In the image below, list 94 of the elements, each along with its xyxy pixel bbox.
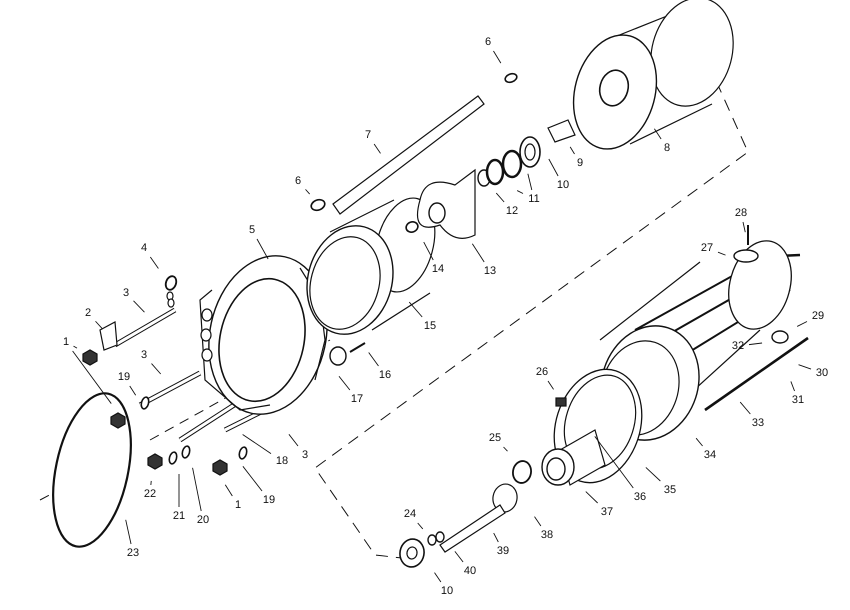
leader-line [654,128,662,140]
callout-number: 6 [294,175,302,187]
leader-line [192,467,202,512]
leader-line [472,243,485,262]
leader-line [548,380,554,390]
callout-number: 14 [432,263,444,275]
leader-line [129,386,136,396]
leader-line [242,434,272,454]
leader-line [527,173,532,190]
callout-number: 35 [664,484,676,496]
callout-number: 16 [378,369,392,381]
leader-line [151,363,162,374]
leader-line [408,302,423,318]
callout-number: 37 [600,506,614,518]
leader-line [256,238,269,260]
leader-line [95,320,104,330]
callout-number: 30 [816,367,828,379]
callout-number: 29 [812,310,824,322]
leader-line [454,550,464,562]
leader-line [696,438,704,446]
leader-line [150,256,159,269]
callout-number: 7 [364,129,372,141]
leader-line [742,222,746,233]
callout-number: 38 [540,529,554,541]
callout-number: 13 [484,265,496,277]
leader-line [73,346,78,349]
callout-number: 19 [262,494,276,506]
callout-number: 5 [248,224,256,236]
callout-number: 33 [752,417,764,429]
callout-number: 31 [792,394,804,406]
leader-line [305,188,310,194]
leader-line [503,446,508,452]
leader-line [798,364,812,370]
leader-line [368,352,379,366]
leader-line [374,144,381,154]
leader-line [242,466,262,492]
callout-number: 1 [62,336,70,348]
callout-number: 40 [464,565,476,577]
leader-line [493,532,499,542]
callout-number: 17 [350,393,364,405]
callout-number: 6 [484,36,492,48]
leader-line [338,376,350,390]
leader-line [434,572,442,582]
leader-line [288,434,298,446]
leader-line [534,516,542,526]
callout-number: 18 [276,455,288,467]
callout-number: 10 [556,179,570,191]
callout-number: 4 [140,242,148,254]
leader-line [548,158,559,176]
leader-line [740,402,751,414]
leader-line [423,242,434,260]
callout-number: 3 [302,449,308,461]
leader-line [585,491,598,504]
callout-number: 22 [144,488,156,500]
callout-number: 32 [732,340,744,352]
callout-number: 34 [704,449,716,461]
callout-number: 39 [496,545,510,557]
leader-line [594,436,634,488]
callout-number: 23 [126,547,140,559]
callout-number: 8 [664,142,670,154]
leader-line [796,321,808,327]
leader-line [790,381,795,392]
leader-line [133,300,145,313]
callout-number: 3 [122,287,130,299]
leader-line [72,350,112,404]
leader-line [224,484,233,496]
leader-line [496,192,505,202]
callout-number: 36 [634,491,646,503]
leader-line [178,474,180,508]
callout-number: 3 [140,349,148,361]
leader-line [493,50,502,64]
leader-line [570,146,575,154]
callout-number: 2 [84,307,92,319]
callout-number: 10 [440,585,454,597]
leader-line [748,342,762,346]
callout-number: 12 [506,205,518,217]
leader-line [645,467,661,482]
leader-line [417,522,424,530]
leader-line [516,190,524,194]
callout-number: 15 [424,320,436,332]
callout-number: 28 [734,207,748,219]
callout-number: 19 [118,371,130,383]
callout-number: 20 [196,514,210,526]
callout-number: 24 [404,508,416,520]
callout-number: 27 [700,242,714,254]
callout-number: 11 [528,193,540,205]
callout-number: 21 [172,510,186,522]
leader-line [718,252,726,256]
callout-number: 25 [488,432,502,444]
callout-number: 9 [576,157,584,169]
callout-number: 26 [536,366,548,378]
leader-line [125,519,132,544]
leader-line [150,480,152,486]
callout-number: 1 [234,499,242,511]
